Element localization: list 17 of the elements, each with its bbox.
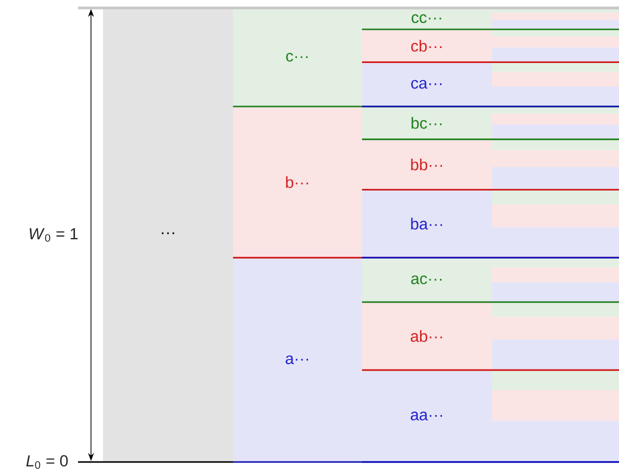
node-label: bb··· <box>411 158 442 170</box>
axis-label: W$_{0}$ = 1 <box>30 228 78 242</box>
interval-band: ca··· <box>362 62 492 106</box>
interval-band: b··· <box>233 106 362 258</box>
node-label: cc··· <box>412 14 442 24</box>
interval-band: ba··· <box>362 190 492 258</box>
interval-band: aa··· <box>362 370 492 462</box>
interval-band: ··· <box>103 8 233 462</box>
axis-label: L$_{0}$ = 0 <box>26 455 68 469</box>
interval-band: cb··· <box>362 29 492 62</box>
interval-band: c··· <box>233 8 362 106</box>
interval-band: bc··· <box>362 106 492 140</box>
interval-band: ab··· <box>362 302 492 370</box>
interval-band: cc··· <box>362 8 492 30</box>
interval-band: bb··· <box>362 139 492 190</box>
interval-band: ac··· <box>362 258 492 302</box>
node-label: aa··· <box>410 412 442 420</box>
